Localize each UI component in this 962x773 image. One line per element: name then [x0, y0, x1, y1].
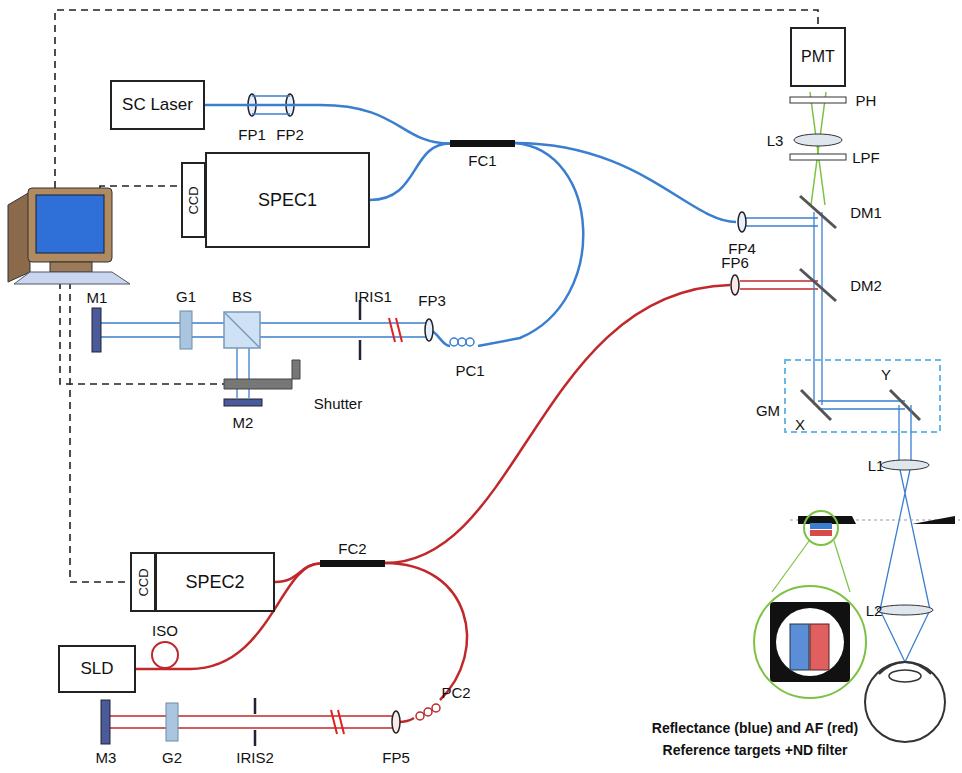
fiber-coupler: FC2 [320, 560, 385, 567]
part-label: LPF [852, 150, 880, 165]
part-label: IRIS2 [236, 750, 274, 765]
part-label: DM1 [850, 205, 882, 220]
part-label: PC2 [441, 685, 470, 700]
computer-icon [8, 188, 130, 284]
box-label: SPEC2 [185, 572, 244, 593]
detector-box: PMT [790, 27, 846, 87]
box-label: CCD [136, 568, 151, 596]
fiber-coupler: FC1 [450, 140, 515, 147]
part-label: M2 [233, 415, 254, 430]
red-fibers [152, 285, 730, 722]
inset-caption: Reference targets +ND filter [663, 743, 848, 757]
camera-box: CCD [130, 552, 156, 612]
control-lines [55, 10, 818, 582]
part-label: G2 [162, 750, 182, 765]
reference-arm-2 [101, 698, 400, 746]
coupler-label: FC1 [468, 152, 496, 169]
part-label: ISO [152, 623, 178, 638]
part-label: FP3 [418, 293, 446, 308]
light-source-box: SLD [58, 645, 136, 693]
blue-fibers [430, 143, 736, 346]
part-label: M1 [87, 290, 108, 305]
part-label: BS [232, 289, 252, 304]
part-label: IRIS1 [354, 289, 392, 304]
spectrometer-box: SPEC1 [205, 152, 370, 248]
box-label: SC Laser [122, 95, 193, 115]
part-label: FP6 [721, 255, 749, 270]
part-label: L2 [866, 603, 883, 618]
part-label: M3 [96, 750, 117, 765]
sample-arm [731, 92, 960, 742]
optical-fiber [275, 564, 320, 583]
part-label: Shutter [314, 396, 362, 411]
part-label: Y [881, 367, 891, 382]
part-label: FP2 [276, 127, 304, 142]
part-label: DM2 [850, 278, 882, 293]
part-label: L3 [767, 133, 784, 148]
part-label: PC1 [455, 363, 484, 378]
part-label: FP4 [728, 241, 756, 256]
box-label: SLD [80, 659, 113, 679]
light-source-box: SC Laser [110, 80, 205, 130]
optical-fiber [370, 144, 450, 201]
box-label: SPEC1 [258, 190, 317, 211]
part-label: G1 [176, 289, 196, 304]
part-label: X [795, 417, 805, 432]
part-label: FP5 [382, 750, 410, 765]
spectrometer-box: SPEC2 [155, 552, 275, 612]
reference-arm-1 [92, 300, 433, 406]
optical-fiber [205, 105, 450, 144]
coupler-label: FC2 [338, 540, 366, 557]
part-label: PH [856, 93, 877, 108]
part-label: GM [756, 403, 780, 418]
camera-box: CCD [181, 162, 206, 238]
inset-caption: Reflectance (blue) and AF (red) [652, 721, 858, 735]
box-label: PMT [801, 48, 835, 66]
part-label: FP1 [238, 127, 266, 142]
box-label: CCD [186, 186, 201, 214]
part-label: L1 [868, 458, 885, 473]
